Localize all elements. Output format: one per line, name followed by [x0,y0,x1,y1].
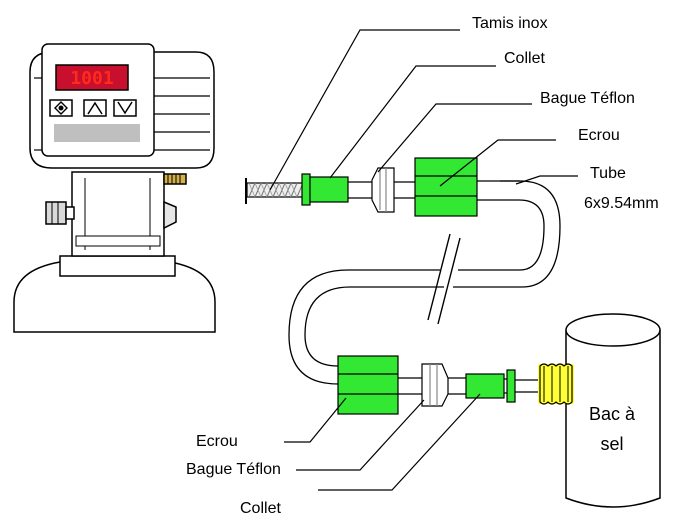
label-collet-top: Collet [504,50,545,67]
nut-bottom [337,355,399,415]
controller-valve [13,43,216,333]
label-plate [54,124,140,142]
display-digits: 1001 [70,68,113,89]
nut-top [414,157,478,217]
label-bague-teflon-top: Bague Téflon [540,90,635,107]
label-bac-line2: sel [600,434,623,454]
tube-break-mark [427,233,451,321]
up-arrow-icon [87,101,103,115]
teflon-ferrule-bottom [421,363,449,407]
down-arrow-icon [117,101,133,115]
label-collet-bottom: Collet [240,500,281,517]
label-ecrou-top: Ecrou [578,127,620,144]
display-window [55,64,129,91]
label-tamis-inox: Tamis inox [472,15,548,32]
label-bague-teflon-bottom: Bague Téflon [186,461,281,478]
label-tube-line1: Tube [590,165,626,182]
left-knob [45,201,67,225]
right-hex-fitting [163,200,177,230]
tube-break-mark [437,237,461,325]
label-ecrou-bottom: Ecrou [196,433,238,450]
teflon-ferrule-top [371,167,395,213]
tube [288,180,561,385]
label-tube-line2: 6x9.54mm [584,195,659,212]
label-bac-line1: Bac à [589,404,636,424]
valve-collar [59,255,176,277]
brine-tank [565,313,661,508]
set-icon [54,101,68,115]
collet-flange-bottom [506,369,516,403]
collet-bottom [465,373,505,399]
collet-top [309,176,349,203]
stainless-strainer [245,178,304,204]
collet-flange-top [301,173,311,206]
threaded-fitting [538,363,574,405]
leader-lines [269,29,578,491]
